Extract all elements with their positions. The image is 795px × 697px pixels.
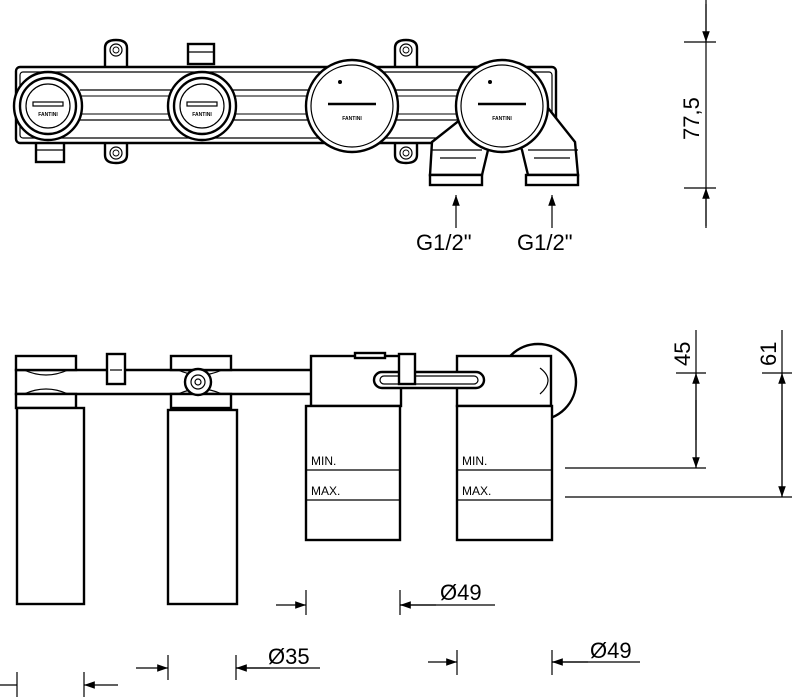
- dimension-diameter-49-lower: Ø49: [428, 638, 640, 675]
- valve-body-small: [166, 354, 239, 606]
- cartridge-small: FANTINI: [12, 70, 84, 142]
- cartridge-large: FANTINI: [454, 58, 550, 154]
- dimension-label: Ø49: [590, 638, 632, 663]
- front-view: MIN. MAX. MIN. MAX. 45 61: [0, 330, 792, 697]
- dimension-label: Ø35: [268, 644, 310, 669]
- top-view: FANTINI FANTINI FANTINI FANTINI G1/2": [12, 0, 716, 255]
- min-mark: MIN.: [462, 454, 487, 468]
- connection-label-right: G1/2": [517, 230, 573, 255]
- dimension-diameter-49-upper: Ø49: [276, 580, 495, 615]
- mounting-tab: [393, 142, 419, 165]
- valve-body-small: [14, 354, 86, 606]
- svg-text:FANTINI: FANTINI: [492, 116, 512, 122]
- connecting-tube: [372, 352, 486, 390]
- mounting-tab: [103, 142, 129, 165]
- thermostat-body-right: [455, 342, 578, 542]
- clamp: [105, 352, 127, 386]
- dimension-label: 77,5: [679, 97, 704, 140]
- svg-text:FANTINI: FANTINI: [38, 112, 58, 118]
- dimension-label: Ø49: [440, 580, 482, 605]
- thermostat-body-left: [304, 351, 403, 542]
- dimension-label: 61: [756, 342, 781, 366]
- cartridge-large: FANTINI: [304, 58, 400, 154]
- min-mark: MIN.: [311, 454, 336, 468]
- dimension-diameter-35: Ø35: [136, 644, 320, 680]
- dimension-height-45: 45: [670, 330, 706, 468]
- max-mark: MAX.: [311, 484, 340, 498]
- crossbar: [14, 368, 324, 396]
- inlet-nipple: [186, 42, 216, 66]
- cartridge-small: FANTINI: [166, 70, 238, 142]
- svg-text:FANTINI: FANTINI: [192, 112, 212, 118]
- max-mark: MAX.: [462, 484, 491, 498]
- dimension-height-61: 61: [756, 330, 792, 497]
- mounting-tab: [103, 38, 129, 70]
- dimension-partial-left: [0, 672, 118, 697]
- connection-label-left: G1/2": [416, 230, 472, 255]
- dimension-label: 45: [670, 342, 695, 366]
- dimension-height-top: 77,5: [679, 0, 716, 228]
- svg-text:FANTINI: FANTINI: [342, 116, 362, 122]
- mounting-tab: [393, 38, 419, 70]
